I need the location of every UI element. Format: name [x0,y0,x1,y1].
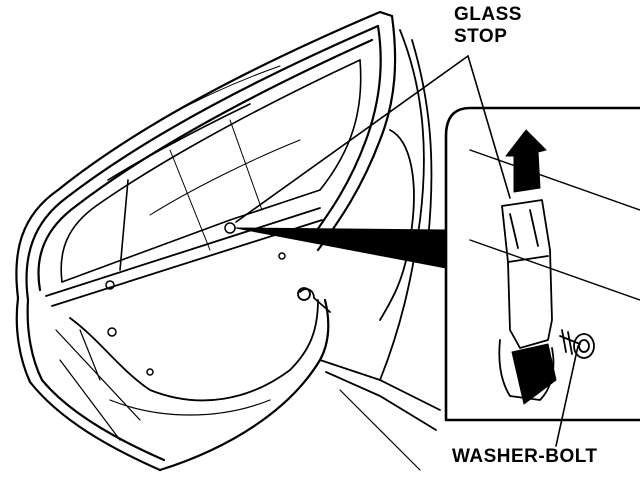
window-glass [60,59,362,283]
stop-bumper [511,343,557,405]
door-frame [15,10,397,472]
glass-stop-label-line2: STOP [454,26,508,47]
leader-lines [235,55,579,447]
up-direction-arrow [505,129,547,193]
door-lock-knob [297,287,331,313]
detail-pointer-wedge [235,227,447,269]
washer-bolt-label: WASHER-BOLT [452,446,598,467]
detail-inset [444,106,640,422]
washer-bolt [559,329,595,359]
glass-stop-label-line1: GLASS [454,4,522,25]
panel-fasteners [105,222,286,376]
